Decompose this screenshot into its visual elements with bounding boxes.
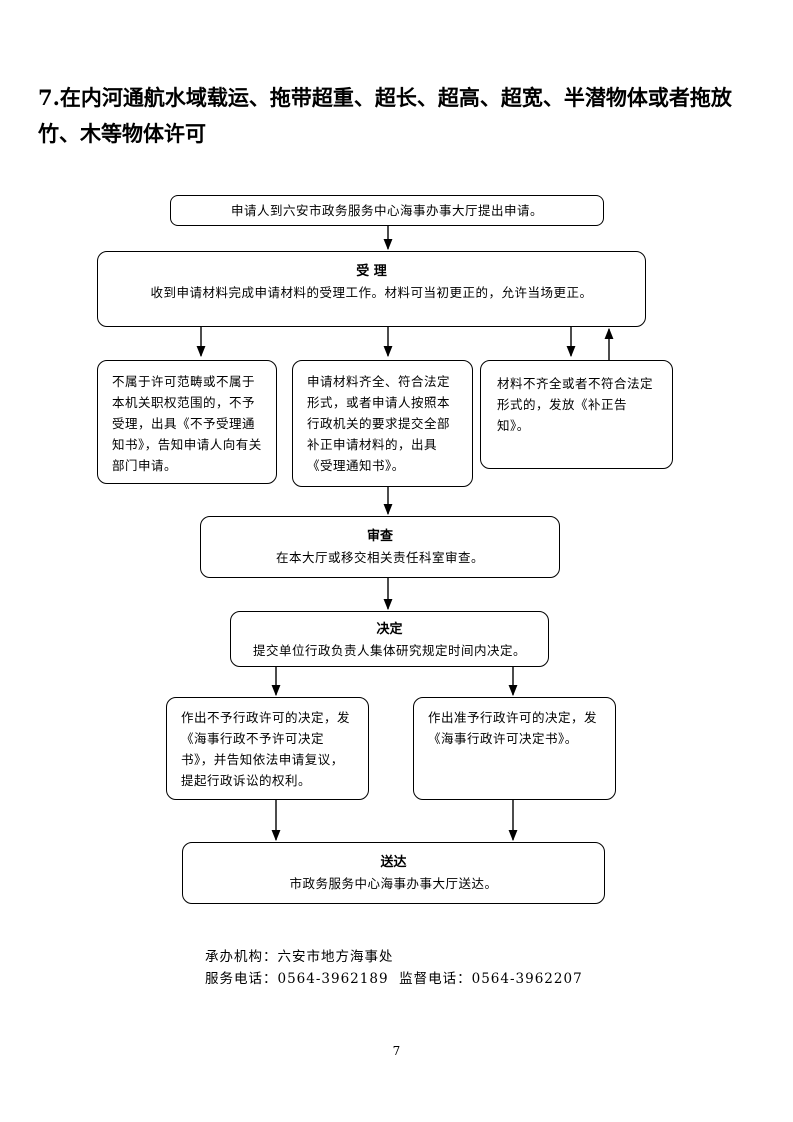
deliver-text: 市政务服务中心海事办事大厅送达。 [289,876,498,891]
complete-box: 申请材料齐全、符合法定形式，或者申请人按照本行政机关的要求提交全部补正申请材料的… [292,360,473,487]
deliver-box: 送达 市政务服务中心海事办事大厅送达。 [182,842,605,904]
review-text: 在本大厅或移交相关责任科室审查。 [275,550,484,565]
decide-heading: 决定 [376,622,403,637]
page-title: 7.在内河通航水域载运、拖带超重、超长、超高、超宽、半潜物体或者拖放竹、木等物体… [38,85,732,146]
decide-text: 提交单位行政负责人集体研究规定时间内决定。 [252,643,526,658]
deny-text: 作出不予行政许可的决定，发《海事行政不予许可决定书》，并告知依法申请复议，提起行… [181,710,351,788]
deny-box: 作出不予行政许可的决定，发《海事行政不予许可决定书》，并告知依法申请复议，提起行… [166,697,369,800]
accept-heading: 受 理 [356,264,387,279]
footer-org: 承办机构：六安市地方海事处 [205,949,394,965]
incomplete-text: 材料不齐全或者不符合法定形式的，发放《补正告知》。 [497,376,654,433]
grant-box: 作出准予行政许可的决定，发《海事行政许可决定书》。 [413,697,616,800]
review-heading: 审查 [366,529,393,544]
page-number: 7 [392,1044,401,1058]
accept-text: 收到申请材料完成申请材料的受理工作。材料可当初更正的，允许当场更正。 [150,285,593,300]
reject-scope-text: 不属于许可范畴或不属于本机关职权范围的，不予受理，出具《不予受理通知书》，告知申… [112,374,262,473]
grant-text: 作出准予行政许可的决定，发《海事行政许可决定书》。 [428,710,598,746]
apply-box: 申请人到六安市政务服务中心海事办事大厅提出申请。 [170,195,604,226]
complete-text: 申请材料齐全、符合法定形式，或者申请人按照本行政机关的要求提交全部补正申请材料的… [307,374,451,473]
decide-box: 决定 提交单位行政负责人集体研究规定时间内决定。 [230,611,549,667]
reject-scope-box: 不属于许可范畴或不属于本机关职权范围的，不予受理，出具《不予受理通知书》，告知申… [97,360,277,484]
apply-text: 申请人到六安市政务服务中心海事办事大厅提出申请。 [230,203,543,218]
incomplete-box: 材料不齐全或者不符合法定形式的，发放《补正告知》。 [480,360,673,469]
deliver-heading: 送达 [380,855,407,870]
accept-box: 受 理 收到申请材料完成申请材料的受理工作。材料可当初更正的，允许当场更正。 [97,251,646,327]
review-box: 审查 在本大厅或移交相关责任科室审查。 [200,516,560,578]
footer-phones: 服务电话：0564-3962189 监督电话：0564-3962207 [205,971,583,987]
